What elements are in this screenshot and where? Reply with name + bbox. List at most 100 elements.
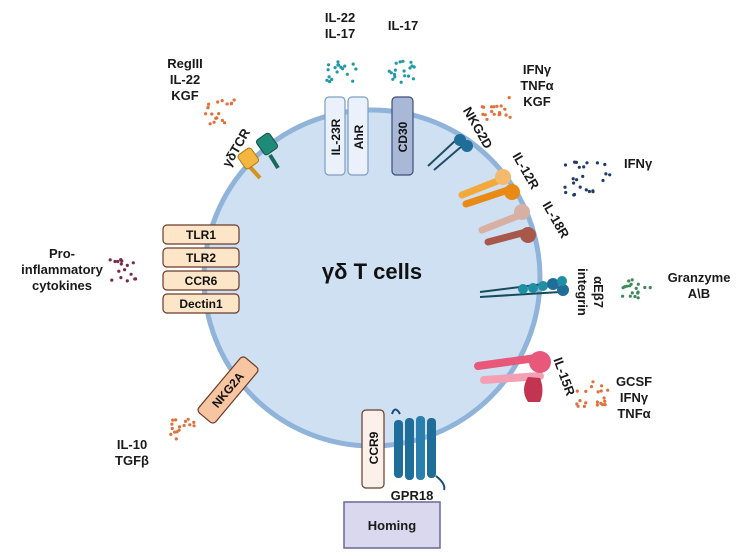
cytokine-dot xyxy=(341,67,345,71)
cytokine-dot xyxy=(210,112,214,116)
cytokine-dot xyxy=(628,284,632,288)
cytokine-dot xyxy=(403,74,407,78)
cytokine-dot xyxy=(173,430,177,434)
cytokine-dot xyxy=(182,423,186,428)
cytokine-dot xyxy=(492,105,496,109)
cytokine-dot xyxy=(204,112,208,116)
left-box-label-dectin1: Dectin1 xyxy=(179,297,223,311)
left-cytokines-line: Pro- xyxy=(49,246,75,261)
il15r-cytokines-line: GCSF xyxy=(616,374,652,389)
cytokine-dot xyxy=(587,189,592,194)
cytokine-dot xyxy=(625,284,629,288)
il23r-label: IL-23R xyxy=(329,118,343,155)
cytokine-dot xyxy=(351,62,355,66)
aeb7-cytokines-line: A\B xyxy=(688,286,710,301)
cytokine-dot xyxy=(595,400,600,404)
cytokine-dot xyxy=(188,423,192,427)
cytokine-dot xyxy=(563,163,568,167)
cytokine-dot xyxy=(584,389,588,393)
cytokine-dot xyxy=(577,165,581,169)
cytokine-dot xyxy=(336,60,340,64)
ccr9-label: CCR9 xyxy=(367,431,381,464)
gdtcr-cytokines-line: IL-22 xyxy=(170,72,200,87)
nkg2d-cytokines-line: IFNγ xyxy=(523,62,552,77)
cytokine-dot xyxy=(578,399,582,403)
nkg2d-cytokines-line: KGF xyxy=(523,94,551,109)
cytokine-dot xyxy=(602,396,606,400)
cytokine-dot xyxy=(589,385,594,389)
cytokine-dot xyxy=(328,80,332,84)
gpr18-label: GPR18 xyxy=(391,488,434,503)
il23r-dots xyxy=(325,60,358,84)
cytokine-dot xyxy=(392,72,397,76)
cytokine-dot xyxy=(402,69,406,73)
cytokine-dot xyxy=(571,177,575,181)
cytokine-dot xyxy=(406,74,411,78)
cytokine-dot xyxy=(170,422,174,426)
cytokine-dot xyxy=(497,111,502,115)
aeb7-label: αEβ7 integrin xyxy=(575,268,606,316)
cytokine-dot xyxy=(490,109,494,114)
left-box-label-ccr6: CCR6 xyxy=(185,274,218,288)
cytokine-dot xyxy=(627,279,631,283)
cytokine-dot xyxy=(119,276,123,280)
cytokine-dot xyxy=(393,68,397,72)
cytokine-dot xyxy=(485,117,489,121)
ahr-receptor: AhR xyxy=(347,96,369,176)
cytokine-dot xyxy=(119,258,123,262)
cytokine-dot xyxy=(630,278,634,282)
cytokine-dot xyxy=(177,425,182,429)
cytokine-dot xyxy=(232,98,236,102)
cytokine-dot xyxy=(595,403,600,407)
il18r-label: IL-18R xyxy=(539,199,572,241)
aeb7-dots xyxy=(621,278,652,300)
cytokine-dot xyxy=(604,172,608,176)
cytokine-dot xyxy=(633,294,637,299)
cytokine-dot xyxy=(409,60,413,64)
cd30-cytokines-line: IL-17 xyxy=(388,18,418,33)
gpr18-receptor xyxy=(391,408,446,491)
cytokine-dot xyxy=(170,426,174,431)
cytokine-dot xyxy=(330,77,334,81)
il23r-cytokines-line: IL-17 xyxy=(325,26,355,41)
cytokine-dot xyxy=(504,113,508,117)
il15r-label: IL-15R xyxy=(550,355,578,398)
cytokine-dot xyxy=(398,60,402,64)
cytokine-dot xyxy=(499,104,503,108)
cell-title: γδ T cells xyxy=(322,259,422,284)
cytokine-dot xyxy=(603,403,607,407)
cytokine-dot xyxy=(575,389,579,393)
cytokine-dot xyxy=(175,430,179,434)
cytokine-dot xyxy=(325,78,329,82)
cytokine-dot xyxy=(220,99,224,103)
il23r-cytokines-line: IL-22 xyxy=(325,10,355,25)
il15r-receptor xyxy=(474,351,551,402)
il12r-dots xyxy=(563,160,612,197)
left-cytokines-line: cytokines xyxy=(32,278,92,293)
cytokine-dot xyxy=(595,161,600,165)
cytokine-dot xyxy=(411,77,415,81)
cytokine-dot xyxy=(596,390,600,394)
cytokine-dot xyxy=(327,75,331,79)
cytokine-dot xyxy=(131,261,135,265)
il15r-cytokines-line: TNFα xyxy=(617,406,650,421)
cytokine-dot xyxy=(206,105,210,110)
cytokine-dot xyxy=(621,294,625,298)
cytokine-dot xyxy=(508,115,512,119)
cytokine-dot xyxy=(582,404,587,408)
cytokine-dot xyxy=(337,63,341,67)
cytokine-dot xyxy=(575,178,579,182)
cytokine-dot xyxy=(113,259,117,264)
cd30-label: CD30 xyxy=(396,121,410,152)
il12r-cytokines: IFNγ xyxy=(624,156,653,171)
cytokine-dot xyxy=(123,268,127,272)
homing-label: Homing xyxy=(368,518,416,533)
il23r-receptor: IL-23R xyxy=(324,96,346,176)
